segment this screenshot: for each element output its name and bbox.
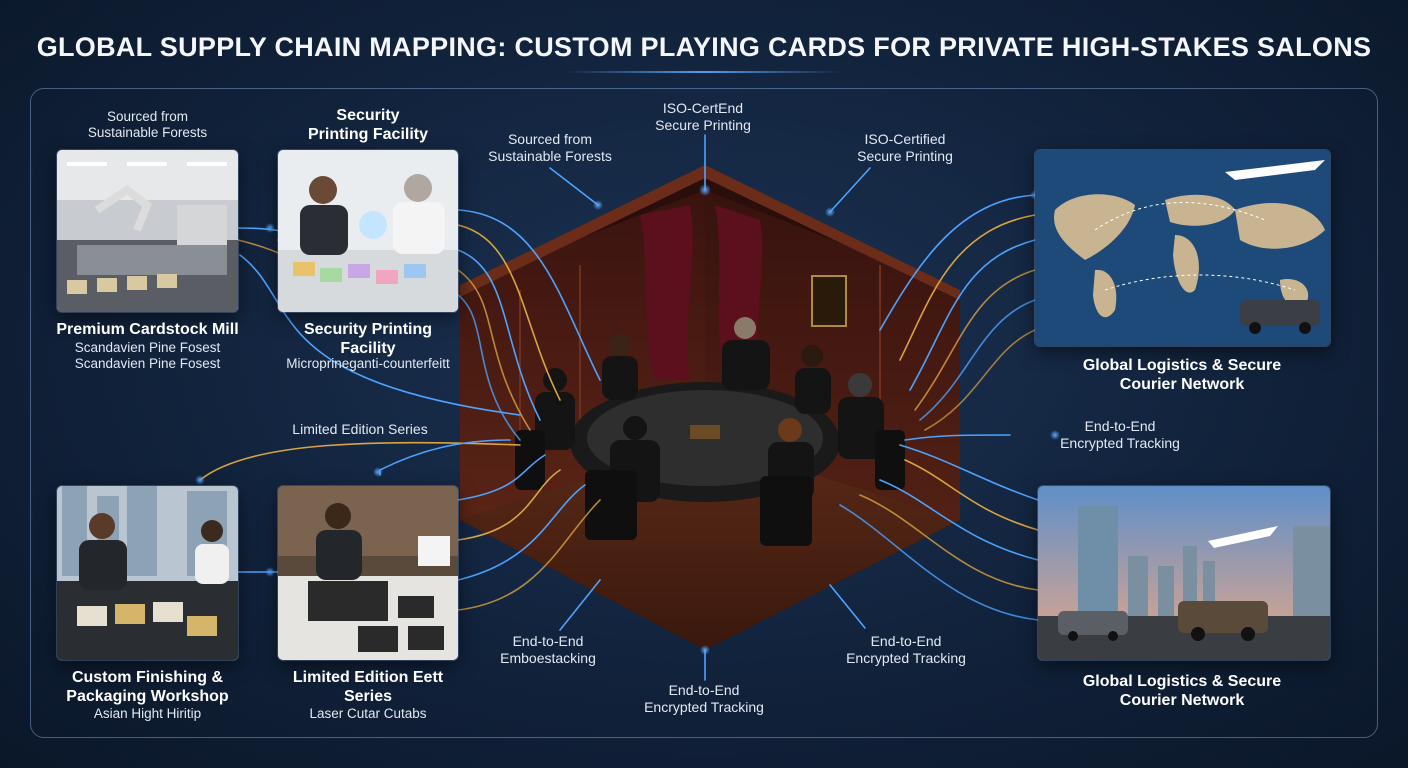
mill-subtitle-2: Scandavien Pine Fosest [74, 356, 221, 371]
security-caption-line: Security Printing Facility [307, 107, 428, 144]
logistics-top-title: Global Logistics & Secure Courier Networ… [1082, 357, 1282, 394]
photo-finishing-workshop [57, 486, 238, 660]
callout-iso-top: ISO-CertEnd Secure Printing [655, 100, 751, 133]
finishing-subtitle: Asian Hight Hiritip [93, 706, 202, 721]
callout-e2e-right: End-to-End Encrypted Tracking [1060, 418, 1180, 451]
limited-subtitle: Laser Cutar Cutabs [309, 706, 427, 721]
callout-limited-series: Limited Edition Series [292, 421, 428, 437]
mill-title: Premium Cardstock Mill [56, 321, 239, 338]
finishing-title: Custom Finishing & Packaging Workshop [66, 669, 229, 706]
photo-city-logistics [1038, 486, 1330, 660]
title-divider [564, 71, 844, 73]
callout-iso-right: ISO-Certified Secure Printing [857, 131, 953, 164]
callout-sourced: Sourced from Sustainable Forests [488, 131, 612, 164]
photo-limited-edition [278, 486, 458, 660]
photo-world-logistics-map [1035, 150, 1330, 346]
security-title: Security Printing Facility [303, 321, 433, 358]
mill-caption-top: Sourced from Sustainable Forests [57, 109, 238, 141]
security-caption-top: Security Printing Facility [258, 106, 478, 144]
security-subtitle: Microprineganti-counterfeitt [286, 356, 450, 371]
mill-caption-line: Sourced from Sustainable Forests [87, 109, 208, 141]
salon-room-illustration [460, 165, 960, 650]
mill-subtitle-1: Scandavien Pine Fosest [74, 340, 221, 355]
photo-cardstock-mill [57, 150, 238, 312]
limited-title: Limited Edition Eett Series [292, 669, 444, 706]
callout-e2e-left-bottom: End-to-End Emboestacking [500, 633, 596, 666]
page-title: GLOBAL SUPPLY CHAIN MAPPING: CUSTOM PLAY… [36, 32, 1372, 62]
callout-e2e-right-bottom: End-to-End Encrypted Tracking [846, 633, 966, 666]
diagram-frame [30, 88, 1378, 738]
photo-security-printing [278, 150, 458, 312]
logistics-bottom-title: Global Logistics & Secure Courier Networ… [1082, 673, 1282, 710]
callout-e2e-center-bottom: End-to-End Encrypted Tracking [644, 682, 764, 715]
